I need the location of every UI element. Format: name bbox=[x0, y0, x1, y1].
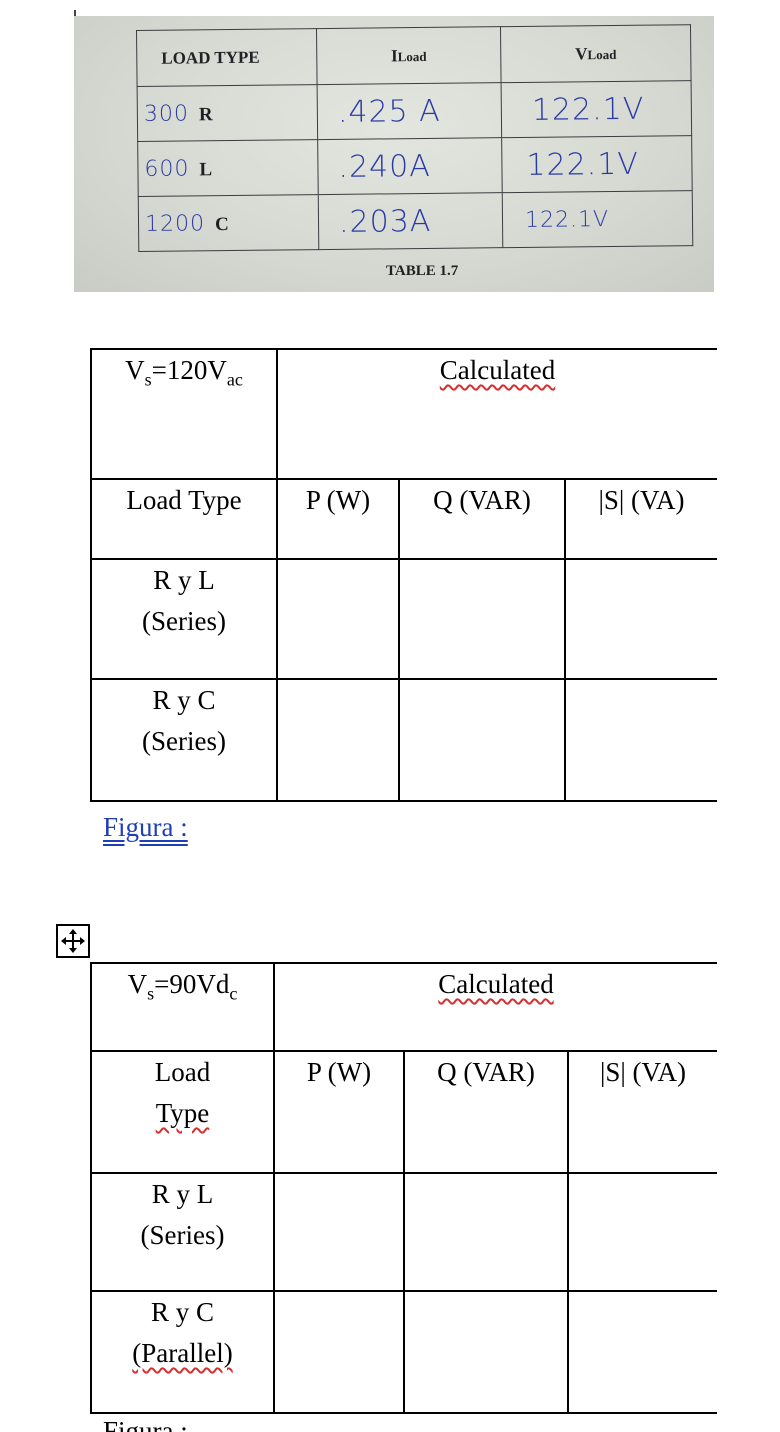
s-value-cell[interactable] bbox=[563, 558, 718, 680]
s-value-cell[interactable] bbox=[566, 1172, 718, 1292]
s-header[interactable]: |S| (VA) bbox=[566, 1050, 718, 1174]
move-arrows-icon[interactable] bbox=[56, 924, 90, 958]
load-cell[interactable]: R y C(Series) bbox=[90, 678, 278, 802]
table-caption: TABLE 1.7 bbox=[386, 263, 459, 279]
voltage-cell: 122.1V bbox=[501, 135, 693, 193]
header-i-load: ILoad bbox=[316, 26, 502, 85]
s-value-cell[interactable] bbox=[566, 1290, 718, 1414]
load-cell[interactable]: R y L(Series) bbox=[90, 558, 278, 680]
measurement-header-row: LOAD TYPE ILoad VLoad bbox=[136, 24, 692, 87]
calc-table-ac: Vs=120Vac Calculated Load Type P (W) Q (… bbox=[90, 348, 718, 802]
q-header[interactable]: Q (VAR) bbox=[403, 1050, 569, 1174]
header-v-load: VLoad bbox=[500, 24, 692, 83]
p-value-cell[interactable] bbox=[276, 558, 400, 680]
s-value-cell[interactable] bbox=[563, 678, 718, 802]
s-header[interactable]: |S| (VA) bbox=[563, 478, 718, 560]
table-row[interactable]: R y L(Series) bbox=[90, 558, 718, 680]
table-header-row[interactable]: Vs=120Vac Calculated bbox=[90, 348, 718, 480]
voltage-cell: 122.1V bbox=[501, 80, 692, 138]
q-header[interactable]: Q (VAR) bbox=[398, 478, 566, 560]
load-cell[interactable]: R y C(Parallel) bbox=[90, 1290, 275, 1414]
table-row[interactable]: R y L(Series) bbox=[90, 1172, 718, 1292]
q-value-cell[interactable] bbox=[403, 1172, 569, 1292]
column-header-row[interactable]: Load Type P (W) Q (VAR) |S| (VA) bbox=[90, 478, 718, 560]
q-value-cell[interactable] bbox=[398, 558, 566, 680]
p-value-cell[interactable] bbox=[273, 1172, 405, 1292]
voltage-cell: 122.1V bbox=[502, 190, 693, 248]
calculated-header[interactable]: Calculated bbox=[272, 962, 718, 1052]
p-value-cell[interactable] bbox=[273, 1290, 405, 1414]
table-row[interactable]: R y C(Series) bbox=[90, 678, 718, 802]
crop-mark bbox=[74, 10, 76, 16]
header-load-type: LOAD TYPE bbox=[136, 28, 318, 87]
p-header[interactable]: P (W) bbox=[273, 1050, 405, 1174]
vs-cell[interactable]: Vs=90Vdc bbox=[90, 962, 275, 1052]
current-cell: .203A bbox=[318, 192, 503, 250]
current-cell: .240A bbox=[317, 137, 503, 195]
vs-cell[interactable]: Vs=120Vac bbox=[90, 348, 278, 480]
table-row[interactable]: R y C(Parallel) bbox=[90, 1290, 718, 1414]
current-cell: .425 A bbox=[317, 82, 502, 140]
p-header[interactable]: P (W) bbox=[276, 478, 400, 560]
calculated-header[interactable]: Calculated bbox=[275, 348, 718, 480]
p-value-cell[interactable] bbox=[276, 678, 400, 802]
figure-caption-link[interactable]: Figura : bbox=[103, 812, 188, 842]
q-value-cell[interactable] bbox=[403, 1290, 569, 1414]
table-header-row[interactable]: Vs=90Vdc Calculated bbox=[90, 962, 718, 1052]
q-value-cell[interactable] bbox=[398, 678, 566, 802]
load-type-header[interactable]: Load Type bbox=[90, 478, 278, 560]
load-cell[interactable]: R y L(Series) bbox=[90, 1172, 275, 1292]
figure-caption-partial: Figura : bbox=[103, 1418, 188, 1432]
